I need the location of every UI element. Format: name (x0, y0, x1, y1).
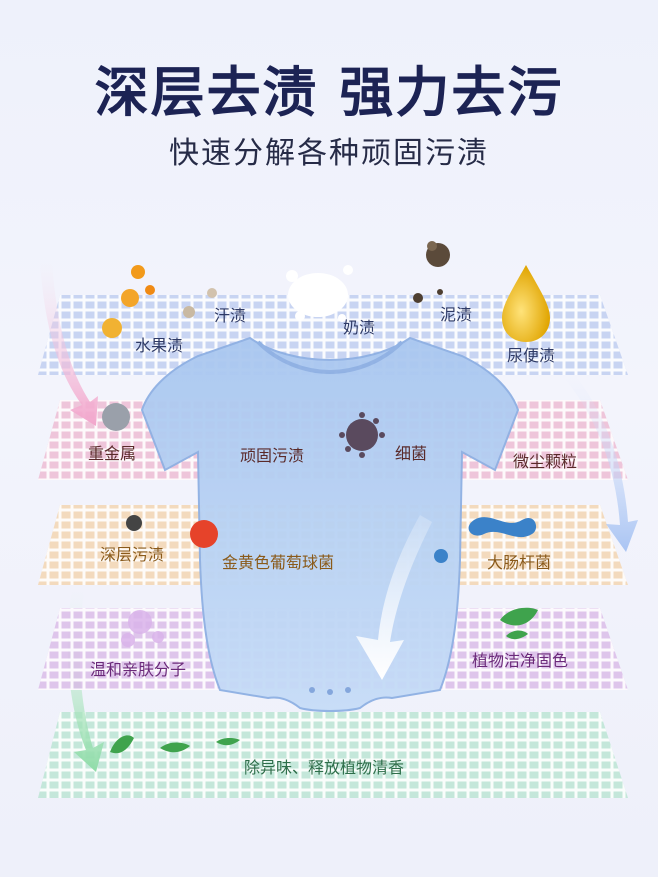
leaf-icon (500, 607, 538, 626)
stain-dot-icon (207, 288, 217, 298)
bubble-icon (121, 610, 164, 647)
label-stubborn-stain: 顽固污渍 (240, 446, 305, 465)
mesh-layer-green (38, 712, 628, 798)
label-gentle-molecule: 温和亲肤分子 (90, 660, 187, 679)
arrow-icon (40, 262, 98, 426)
label-deodorize: 除异味、释放植物清香 (244, 758, 405, 777)
label-heavy-metal: 重金属 (88, 444, 137, 463)
page-title: 深层去渍 强力去污 (94, 61, 564, 124)
bacteria-icon (468, 517, 537, 538)
label-fruit-stain: 水果渍 (135, 336, 184, 355)
label-sweat-stain: 汗渍 (214, 306, 247, 325)
mud-icon (413, 241, 450, 303)
label-milk-stain: 奶渍 (343, 318, 376, 337)
arrow-icon (356, 515, 432, 680)
leaf-icon (216, 738, 240, 746)
label-e-coli: 大肠杆菌 (487, 553, 552, 572)
virus-icon (339, 412, 385, 458)
page-subtitle: 快速分解各种顽固污渍 (169, 136, 489, 171)
stain-dot-icon (126, 515, 142, 531)
label-staphylococcus: 金黄色葡萄球菌 (222, 553, 335, 572)
label-mud-stain: 泥渍 (440, 305, 473, 324)
leaf-icon (160, 742, 190, 753)
bacteria-icon (434, 549, 448, 563)
label-urine-stain: 尿便渍 (507, 346, 556, 365)
baby-bodysuit-icon (140, 336, 520, 712)
arrow-icon (566, 374, 638, 552)
orange-drop-icon (102, 265, 155, 338)
bacteria-icon (190, 520, 218, 548)
leaf-icon (110, 735, 134, 754)
label-plant-color-fix: 植物洁净固色 (472, 651, 569, 670)
oil-drop-icon (502, 265, 550, 342)
leaf-icon (506, 630, 528, 640)
stain-dot-icon (183, 306, 195, 318)
label-deep-stain: 深层污渍 (100, 545, 165, 564)
milk-splash-icon (286, 265, 353, 322)
metal-particle-icon (102, 403, 130, 431)
label-dust-particle: 微尘颗粒 (513, 452, 578, 471)
label-bacteria: 细菌 (395, 444, 428, 463)
